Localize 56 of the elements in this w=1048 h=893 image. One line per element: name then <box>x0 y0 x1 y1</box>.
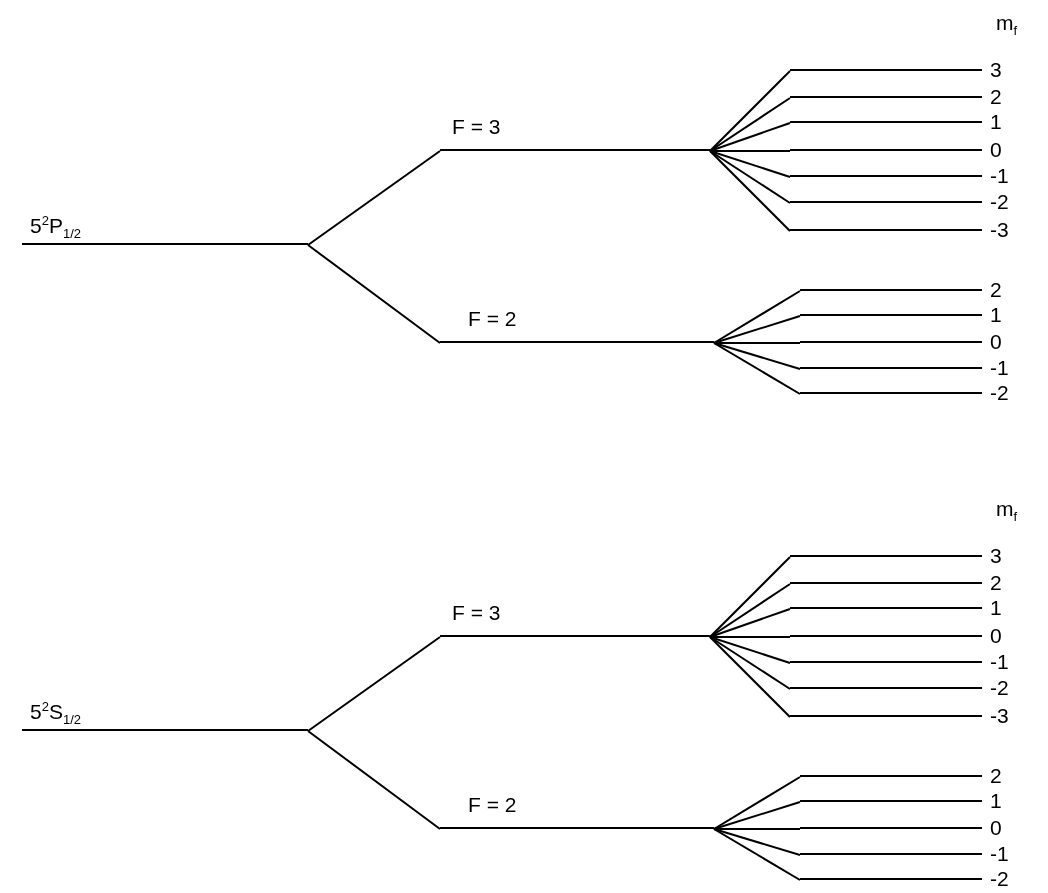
branch-line <box>709 636 791 690</box>
sublevel-label: -1 <box>990 357 1009 379</box>
branch-line <box>709 608 791 638</box>
sublevel-label: -2 <box>990 191 1009 213</box>
branch-line <box>307 244 441 344</box>
branch-line <box>713 342 801 370</box>
branch-line <box>709 556 791 638</box>
sublevel-label: -3 <box>990 705 1009 727</box>
sublevel-label: -2 <box>990 868 1009 890</box>
sublevel-label: 0 <box>990 625 1002 647</box>
level-label: F = 2 <box>468 308 517 330</box>
level-label: 5$^{2}$S$_{1/2}$ <box>30 698 81 730</box>
branch-line <box>709 97 791 152</box>
branch-line <box>709 150 791 178</box>
sublevel-label: 0 <box>990 817 1002 839</box>
branch-line <box>709 70 791 152</box>
sublevel-label: -1 <box>990 165 1009 187</box>
branch-line <box>713 776 801 830</box>
branch-line <box>709 122 791 152</box>
sublevel-label: 1 <box>990 304 1002 326</box>
branch-line <box>713 801 801 830</box>
branch-line <box>307 636 441 732</box>
axis-label: m$_{f}$ <box>996 498 1018 527</box>
level-label: F = 3 <box>452 116 501 138</box>
sublevel-label: 2 <box>990 765 1002 787</box>
branch-line <box>713 290 801 344</box>
sublevel-label: 3 <box>990 545 1002 567</box>
branch-line <box>713 342 801 395</box>
branch-line <box>709 636 791 718</box>
sublevel-label: -2 <box>990 382 1009 404</box>
sublevel-label: -1 <box>990 843 1009 865</box>
level-label: F = 2 <box>468 794 517 816</box>
branch-line <box>709 583 791 638</box>
sublevel-label: 0 <box>990 139 1002 161</box>
branch-line <box>713 315 801 344</box>
sublevel-label: -2 <box>990 677 1009 699</box>
level-label: F = 3 <box>452 602 501 624</box>
sublevel-label: 3 <box>990 59 1002 81</box>
level-label: 5$^{2}$P$_{1/2}$ <box>30 212 81 244</box>
branch-line <box>713 828 801 881</box>
sublevel-label: 1 <box>990 597 1002 619</box>
sublevel-label: 2 <box>990 279 1002 301</box>
branch-line <box>307 730 441 830</box>
branch-line <box>709 636 791 664</box>
branch-line <box>709 150 791 204</box>
sublevel-label: 0 <box>990 331 1002 353</box>
branch-line <box>713 828 801 856</box>
sublevel-label: 1 <box>990 790 1002 812</box>
sublevel-label: 2 <box>990 86 1002 108</box>
axis-label: m$_{f}$ <box>996 12 1018 41</box>
sublevel-label: -3 <box>990 219 1009 241</box>
sublevel-label: 2 <box>990 572 1002 594</box>
sublevel-label: 1 <box>990 111 1002 133</box>
branch-line <box>709 150 791 232</box>
sublevel-label: -1 <box>990 651 1009 673</box>
branch-line <box>307 150 441 246</box>
